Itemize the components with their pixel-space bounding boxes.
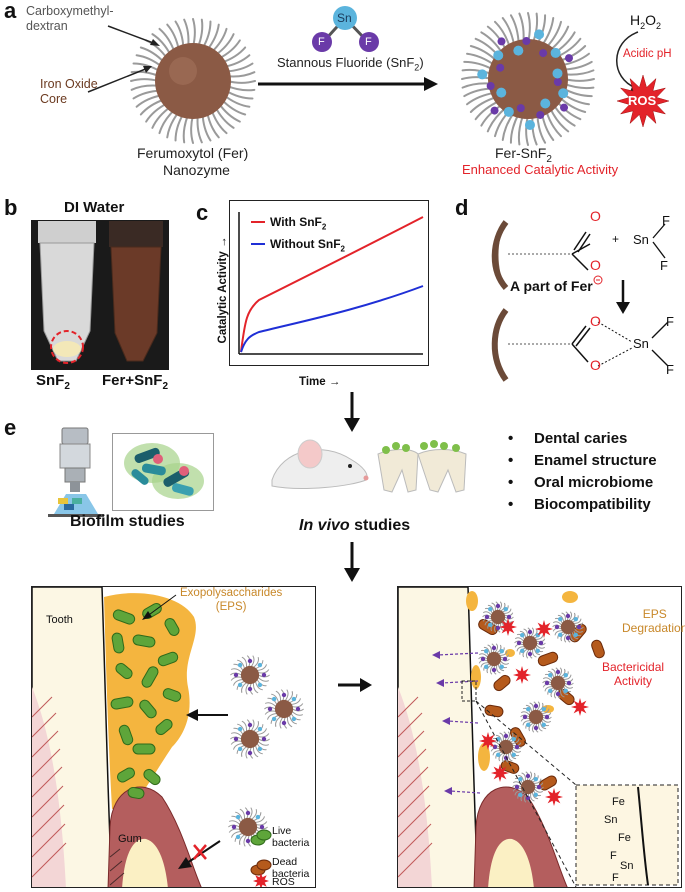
f-top-label: F xyxy=(662,213,670,228)
chart-x-axis-label: Time → xyxy=(299,376,341,388)
snf2-tube-graphic xyxy=(38,221,96,364)
snf2-bonds-top xyxy=(652,223,666,259)
legend-dead-label: Dead bacteria xyxy=(272,856,310,880)
bullet-item: •Dental caries xyxy=(508,430,628,447)
di-water-title: DI Water xyxy=(64,199,125,216)
right-scene-frame xyxy=(397,586,682,888)
o-upper-complex-label: O xyxy=(590,313,601,329)
inset-element-f-2: F xyxy=(612,872,619,884)
ros-burst-graphic xyxy=(616,74,670,128)
sn-complex-label: Sn xyxy=(633,336,649,351)
bactericidal-activity-label: Bactericidal Activity xyxy=(602,660,665,688)
bullet-item: •Enamel structure xyxy=(508,452,657,469)
biofilm-studies-label: Biofilm studies xyxy=(70,513,185,530)
in-vivo-studies-label: In vivo studies xyxy=(299,517,411,534)
fer-subtitle: Nanozyme xyxy=(163,162,230,178)
snf2-tube-label: SnF2 xyxy=(36,372,70,392)
left-scene-frame xyxy=(31,586,316,888)
panel-b-letter: b xyxy=(4,195,18,220)
biofilm-cluster-graphic xyxy=(124,443,204,499)
inset-element-sn-2: Sn xyxy=(620,860,634,872)
fer-snf2-tube-graphic xyxy=(109,221,163,362)
reaction-down-arrow-d xyxy=(616,280,630,314)
panel-e-letter: e xyxy=(4,415,17,440)
eps-label: Exopolysaccharides (EPS) xyxy=(180,587,283,613)
panel-c-letter: c xyxy=(196,200,209,225)
with-snf2-curve xyxy=(240,216,424,353)
study-outcomes-list: •Dental caries •Enamel structure •Oral m… xyxy=(508,430,657,518)
snf2-molecule-graphic xyxy=(312,6,379,52)
sn-atom-label: Sn xyxy=(337,11,352,25)
legend-with-snf2: With SnF2 xyxy=(270,215,327,232)
legend-without-snf2: Without SnF2 xyxy=(270,237,345,254)
catalytic-activity-chart xyxy=(238,212,424,355)
f-top-complex-label: F xyxy=(666,314,674,329)
chart-y-axis-label: Catalytic Activity → xyxy=(217,236,229,344)
sn-label-top: Sn xyxy=(633,232,649,247)
panel-a-letter: a xyxy=(4,0,17,23)
ferumoxytol-nanoparticle-graphic xyxy=(130,18,256,144)
bullet-item: •Biocompatibility xyxy=(508,496,651,513)
teeth-illustration xyxy=(377,440,467,493)
legend-live-label: Live bacteria xyxy=(272,825,310,849)
chart-frame xyxy=(229,200,429,366)
iron-core-pointer-arrow xyxy=(87,66,152,93)
mouse-illustration xyxy=(271,439,369,489)
microscope-icon xyxy=(48,427,104,517)
ros-label: ROS xyxy=(628,93,657,108)
inset-element-fe-1: Fe xyxy=(612,796,625,808)
o-lower-complex-label: O xyxy=(590,357,601,373)
inset-element-sn-1: Sn xyxy=(604,814,618,826)
flow-down-arrow-2 xyxy=(344,542,360,582)
flow-right-arrow xyxy=(338,678,372,692)
fer-sn-complex-graphic xyxy=(491,308,669,382)
plus-sign: + xyxy=(612,232,620,246)
iron-oxide-core-label: Iron Oxide Core xyxy=(40,77,98,106)
legend-ros-label: ROS xyxy=(272,876,295,888)
enhanced-catalytic-label: Enhanced Catalytic Activity xyxy=(462,162,619,177)
without-snf2-curve xyxy=(240,285,424,353)
fer-snf2-title: Fer-SnF2 xyxy=(495,145,552,165)
reaction-arrow xyxy=(258,77,438,91)
f-bottom-complex-label: F xyxy=(666,362,674,377)
panel-d-letter: d xyxy=(455,195,469,220)
fer-carboxylate-top-graphic xyxy=(491,220,603,290)
h2o2-label: H2O2 xyxy=(630,12,662,31)
tooth-label-left: Tooth xyxy=(46,614,73,626)
inset-element-fe-2: Fe xyxy=(618,832,631,844)
f-atom-right-label: F xyxy=(365,36,372,48)
fer-snf2-tube-label: Fer+SnF2 xyxy=(102,372,168,392)
f-atom-left-label: F xyxy=(318,36,325,48)
dextran-pointer-arrow xyxy=(107,25,160,46)
stannous-fluoride-label: Stannous Fluoride (SnF2) xyxy=(277,55,424,73)
inset-element-f-1: F xyxy=(610,850,617,862)
o-minus-label: O xyxy=(590,257,601,273)
flow-down-arrow-1 xyxy=(344,392,360,432)
o-double-bond-label: O xyxy=(590,208,601,224)
bullet-item: •Oral microbiome xyxy=(508,474,654,491)
gum-label-left: Gum xyxy=(118,833,142,845)
fer-title: Ferumoxytol (Fer) xyxy=(137,145,249,161)
acidic-ph-label: Acidic pH xyxy=(623,48,672,60)
carboxymethyl-dextran-label: Carboxymethyl- dextran xyxy=(26,4,114,33)
eps-degradation-label: EPS Degradation xyxy=(622,607,685,635)
f-bottom-label: F xyxy=(660,258,668,273)
fer-snf2-nanoparticle-graphic xyxy=(461,12,595,146)
part-of-fer-label: A part of Fer xyxy=(510,278,593,294)
